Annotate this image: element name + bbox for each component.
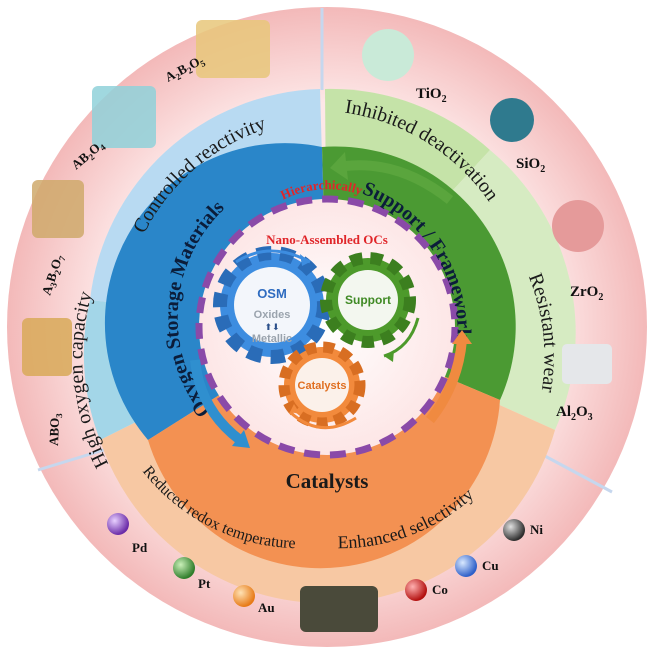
co-sphere [405, 579, 427, 601]
support-gear-hub [338, 270, 398, 330]
sio2-label: SiO2 [516, 156, 545, 175]
support-ring-arrow [344, 160, 454, 204]
cu-label: Cu [482, 558, 499, 573]
nanoparticle-image [300, 586, 378, 632]
sio2-structure-image [490, 98, 534, 142]
osm-gear: OSM Oxides ⬆⬇ Metallic [213, 246, 331, 364]
al2o3-structure-image [562, 344, 612, 384]
zro2-label: ZrO2 [570, 284, 603, 303]
osm-gear-metallic: Metallic [252, 333, 292, 345]
support-gear-label: Support [345, 293, 391, 307]
catalysts-ring-label: Catalysts [286, 469, 369, 493]
osm-gear-hub [234, 267, 310, 343]
pd-sphere [107, 513, 129, 535]
swap-arrows-icon: ⬆⬇ [264, 322, 279, 332]
support-material-images [362, 29, 612, 384]
al2o3-label: Al2O3 [556, 404, 593, 423]
catalysts-gear: Catalysts [278, 341, 366, 429]
au-label: Au [258, 600, 275, 615]
catalysts-gear-hub [295, 358, 349, 412]
cu-sphere [455, 555, 477, 577]
catalyst-ring-arrowhead-icon [452, 330, 472, 344]
pt-label: Pt [198, 576, 211, 591]
catalyst-ring-arrow [426, 339, 467, 424]
a3b2o7-crystal-image [32, 180, 84, 238]
metal-spheres: Pd Pt Au Co Cu Ni [107, 513, 543, 632]
support-ring-arrowhead-icon [330, 152, 348, 180]
osm-gear-oxides: Oxides [254, 309, 291, 321]
a3b2o7-label: A3B2O7 [39, 252, 68, 297]
catalysts-arrowhead-icon [290, 404, 300, 414]
abo3-label: ABO3 [46, 412, 64, 446]
tio2-label: TiO2 [416, 86, 447, 105]
ni-label: Ni [530, 522, 543, 537]
support-gear: Support [320, 252, 416, 348]
ab2o4-crystal-image [92, 86, 156, 148]
a2b2o5-crystal-image [196, 20, 270, 78]
pd-label: Pd [132, 540, 148, 555]
abo3-crystal-image [22, 318, 72, 376]
catalysts-rotation-arrow [288, 410, 357, 430]
pt-sphere [173, 557, 195, 579]
osm-arrowhead-icon [300, 254, 310, 266]
au-sphere [233, 585, 255, 607]
zro2-structure-image [552, 200, 604, 252]
osm-structure-images [22, 20, 270, 376]
support-arrowhead-icon [384, 350, 394, 362]
ni-sphere [503, 519, 525, 541]
osm-ring-arrow [190, 359, 244, 444]
osm-ring-arrowhead-icon [232, 430, 250, 448]
co-label: Co [432, 582, 448, 597]
catalysts-gear-label: Catalysts [298, 380, 347, 392]
tio2-structure-image [362, 29, 414, 81]
core-title-line2: Nano-Assembled OCs [266, 232, 388, 247]
osm-gear-label: OSM [257, 286, 287, 301]
